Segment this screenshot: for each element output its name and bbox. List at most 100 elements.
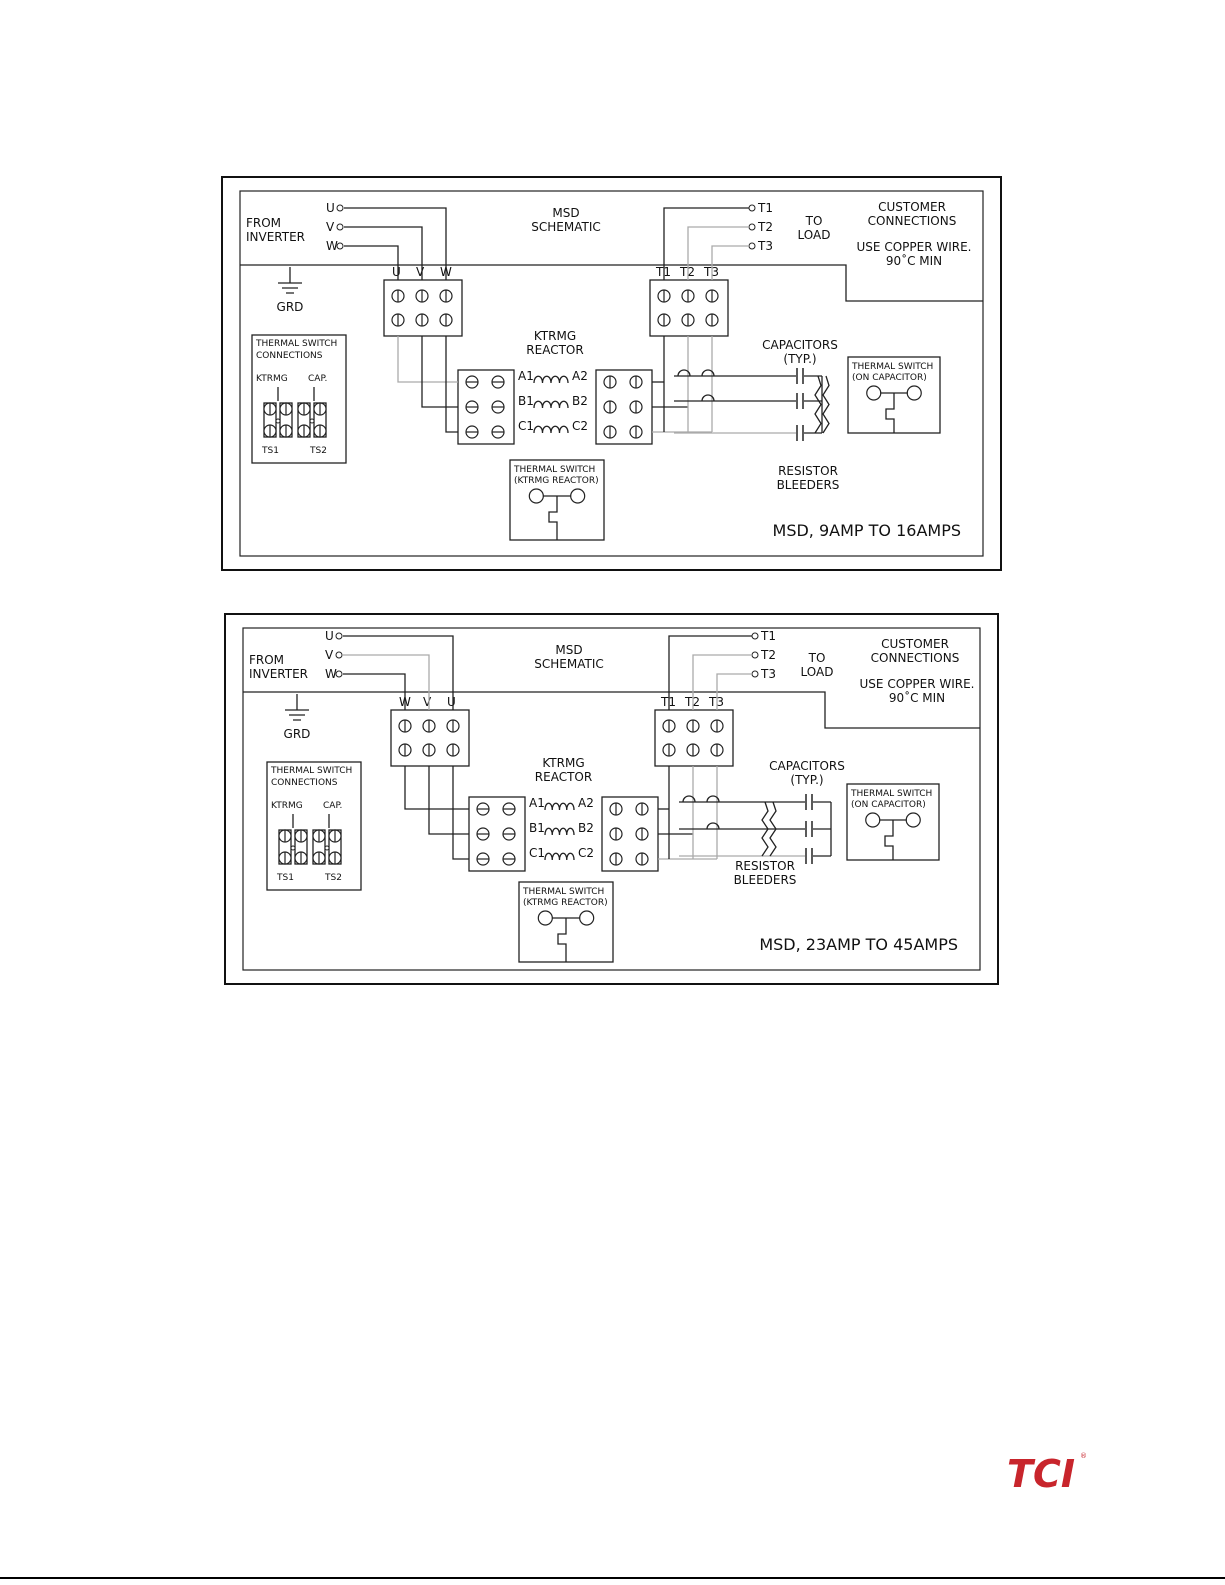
input-block-label: V	[416, 265, 425, 279]
ground-label: GRD	[284, 727, 311, 741]
coil-label-right: A2	[578, 796, 594, 810]
reactor-coil	[533, 400, 569, 409]
switch-contact	[879, 819, 907, 860]
wire-crossover	[706, 822, 720, 830]
input-terminal	[336, 223, 344, 231]
ts-jumper	[324, 845, 330, 851]
coil-label-right: C2	[572, 419, 588, 433]
input-block-label: U	[447, 695, 456, 709]
registered-mark: ®	[1080, 1452, 1087, 1460]
output-terminal	[748, 223, 756, 231]
thermal-switch-label: THERMAL SWITCH(ON CAPACITOR)	[850, 789, 932, 810]
switch-terminal	[579, 910, 595, 926]
coil-label-right: A2	[572, 369, 588, 383]
copper-wire-note: USE COPPER WIRE.90˚C MIN	[857, 240, 972, 268]
diagram-border	[239, 190, 984, 557]
ts-connections-box	[266, 761, 362, 891]
separator-line	[243, 691, 980, 729]
capacitors-label: CAPACITORS(TYP.)	[769, 759, 845, 787]
output-terminal	[748, 242, 756, 250]
switch-terminal	[528, 488, 544, 504]
ts-ktrmg-label: KTRMG	[256, 374, 288, 384]
reactor-coil	[533, 425, 569, 434]
separator-line	[240, 264, 983, 302]
switch-contact	[880, 392, 908, 433]
input-wire	[344, 207, 447, 280]
output-terminal-label: T3	[760, 667, 776, 681]
output-block-label: T3	[708, 695, 724, 709]
output-wire	[716, 673, 752, 710]
reactor-coil	[544, 852, 575, 861]
ts1-label: TS1	[276, 873, 294, 883]
output-terminal-label: T1	[760, 629, 776, 643]
input-terminal	[335, 670, 343, 678]
input-terminal-label: V	[325, 648, 334, 662]
ts2-label: TS2	[309, 446, 327, 456]
input-wire	[344, 245, 399, 280]
tci-logo: TCI	[1007, 1452, 1075, 1496]
ts-jumper	[275, 418, 281, 424]
input-terminal-block	[383, 279, 463, 337]
thermal-switch-ktrmg-reactor: THERMAL SWITCH(KTRMG REACTOR)	[509, 459, 605, 541]
coil-label-right: C2	[578, 846, 594, 860]
coil-label-right: B2	[572, 394, 588, 408]
input-terminal-block	[390, 709, 470, 767]
bleeder-resistor	[761, 801, 769, 857]
switch-contact	[551, 917, 581, 962]
ground-symbol	[285, 694, 309, 721]
output-block-label: T1	[655, 265, 671, 279]
wire-crossover	[677, 369, 691, 377]
ts-cap-label: CAP.	[308, 374, 327, 384]
reactor-coil	[544, 802, 575, 811]
output-terminal-block	[654, 709, 734, 767]
block-to-reactor-wire	[404, 766, 469, 810]
input-terminal	[336, 242, 344, 250]
input-block-label: V	[423, 695, 432, 709]
ts-cap-label: CAP.	[323, 801, 342, 811]
reactor-coil	[544, 827, 575, 836]
coil-label-left: A1	[529, 796, 545, 810]
switch-terminal	[866, 385, 882, 401]
ts-lead	[277, 387, 315, 401]
coil-label-left: C1	[518, 419, 534, 433]
ts-jumper	[290, 845, 296, 851]
output-terminal	[748, 204, 756, 212]
output-block-label: T2	[679, 265, 695, 279]
output-terminal	[751, 670, 759, 678]
ts-ktrmg-label: KTRMG	[271, 801, 303, 811]
output-wire	[711, 245, 749, 280]
input-wire	[344, 226, 423, 280]
ground-label: GRD	[277, 300, 304, 314]
capacitors-label: CAPACITORS(TYP.)	[762, 338, 838, 366]
switch-terminal	[905, 812, 921, 828]
thermal-switch-label: THERMAL SWITCH(KTRMG REACTOR)	[513, 465, 599, 486]
output-block-label: T1	[660, 695, 676, 709]
output-wire	[668, 635, 752, 710]
input-block-label: U	[392, 265, 401, 279]
output-terminal-block	[649, 279, 729, 337]
thermal-switch-label: THERMAL SWITCH(ON CAPACITOR)	[851, 362, 933, 383]
coil-label-left: C1	[529, 846, 545, 860]
block-to-reactor-wire	[428, 766, 469, 835]
coil-label-left: B1	[529, 821, 545, 835]
bleeder-resistor	[822, 375, 830, 434]
output-terminal-label: T3	[757, 239, 773, 253]
wire-crossover	[701, 394, 715, 402]
diagram-title: MSD, 9AMP TO 16AMPS	[773, 521, 961, 540]
input-terminal-label: V	[326, 220, 335, 234]
thermal-switch-label: THERMAL SWITCH(KTRMG REACTOR)	[522, 887, 608, 908]
thermal-switch-on-capacitor: THERMAL SWITCH(ON CAPACITOR)	[847, 356, 941, 434]
output-block-label: T2	[684, 695, 700, 709]
input-terminal	[336, 204, 344, 212]
ts-jumper	[309, 418, 315, 424]
